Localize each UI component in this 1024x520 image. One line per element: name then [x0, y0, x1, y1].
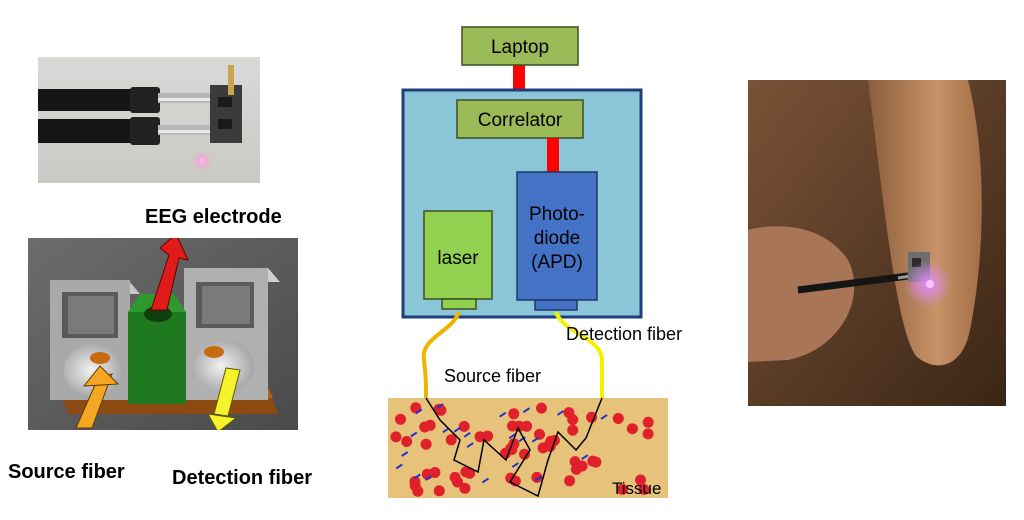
scatterer-dot	[390, 431, 402, 443]
scatterer-dot	[586, 411, 598, 423]
scatterer-dot	[519, 448, 530, 460]
scatterer-dot	[531, 471, 543, 483]
flow-arrow	[600, 414, 608, 420]
laser-box	[423, 210, 493, 300]
source-fiber-label: Source fiber	[444, 366, 541, 386]
scatterer-dot	[642, 428, 654, 440]
flow-arrow	[481, 477, 490, 484]
scatterer-dot	[412, 485, 424, 497]
laser-port	[441, 298, 477, 310]
flow-arrow	[499, 411, 507, 418]
scatterer-dot	[458, 420, 470, 432]
flow-arrow	[522, 407, 530, 414]
flow-arrow	[511, 462, 519, 468]
scatterer-dot	[513, 420, 525, 432]
flow-arrow	[415, 408, 423, 415]
laptop-label: Laptop	[491, 37, 549, 58]
detection-fiber-label: Detection fiber	[566, 324, 682, 344]
scatterer-dot	[433, 485, 445, 497]
flow-arrow	[395, 463, 403, 470]
flow-arrow	[436, 403, 444, 409]
flow-arrow	[534, 475, 543, 482]
scatterer-dot	[567, 414, 579, 426]
correlator-label: Correlator	[478, 110, 563, 131]
scatterer-dot	[459, 482, 471, 494]
apd-label-line3: (APD)	[531, 252, 583, 273]
flow-arrow	[424, 475, 433, 481]
flow-arrow	[413, 473, 421, 480]
correlator-apd-connector	[547, 138, 559, 172]
scatterer-dot	[508, 408, 520, 420]
scatterer-dot	[433, 403, 445, 415]
scatterer-dot	[534, 428, 545, 440]
apd-box	[516, 171, 598, 301]
flow-arrow	[581, 454, 589, 460]
probe-3d-render	[28, 233, 298, 433]
photon-path	[425, 397, 603, 498]
flow-arrow	[463, 431, 471, 438]
flow-arrow	[556, 410, 565, 416]
flow-arrow	[401, 451, 409, 457]
scatterer-dot	[587, 455, 599, 467]
schematic-diagram: Laptop Correlator laser Photo- diode (AP…	[388, 26, 682, 498]
laser-label: laser	[437, 248, 479, 269]
scatterer-dot	[420, 438, 432, 450]
scatterer-dot	[576, 460, 588, 472]
finger-photo	[748, 80, 1006, 406]
scatterer-dot	[635, 474, 646, 486]
apd-port	[534, 299, 578, 311]
correlator-box	[456, 99, 584, 139]
scatterer-group	[390, 402, 654, 497]
scatterer-dot	[544, 440, 556, 452]
scatterer-dot	[460, 466, 472, 478]
detection-fiber-label: Detection fiber	[172, 467, 313, 489]
scatterer-dot	[638, 483, 650, 495]
flow-arrow	[442, 427, 450, 434]
tissue-label: Tissue	[612, 479, 661, 498]
scatterer-dot	[401, 436, 413, 447]
flow-arrow	[410, 431, 418, 438]
scatterer-dot	[536, 402, 547, 414]
scatterer-dot	[616, 483, 628, 495]
scatterer-dot	[567, 424, 579, 436]
eeg-electrode-label: EEG electrode	[145, 206, 282, 228]
apd-label-line1: Photo-	[529, 204, 585, 225]
flow-arrow	[508, 433, 516, 440]
flow-arrow	[453, 426, 461, 433]
scatterer-dot	[626, 423, 638, 435]
scatterer-dot	[564, 475, 576, 487]
scatterer-dot	[612, 413, 624, 424]
scatterer-dot	[474, 431, 486, 443]
scatterer-dot	[424, 419, 436, 431]
scatterer-dot	[642, 416, 654, 428]
laptop-box	[461, 26, 579, 66]
scatterer-dot	[449, 471, 461, 483]
flow-arrow	[531, 436, 539, 443]
probe-photo	[38, 57, 260, 183]
detection-fiber-line	[554, 311, 604, 398]
flow-arrow	[466, 442, 474, 448]
source-fiber-label: Source fiber	[8, 461, 125, 483]
apd-label-line2: diode	[534, 228, 581, 249]
scatterer-dot	[395, 413, 406, 425]
source-fiber-line	[421, 311, 461, 399]
scatterer-dot	[445, 434, 457, 446]
